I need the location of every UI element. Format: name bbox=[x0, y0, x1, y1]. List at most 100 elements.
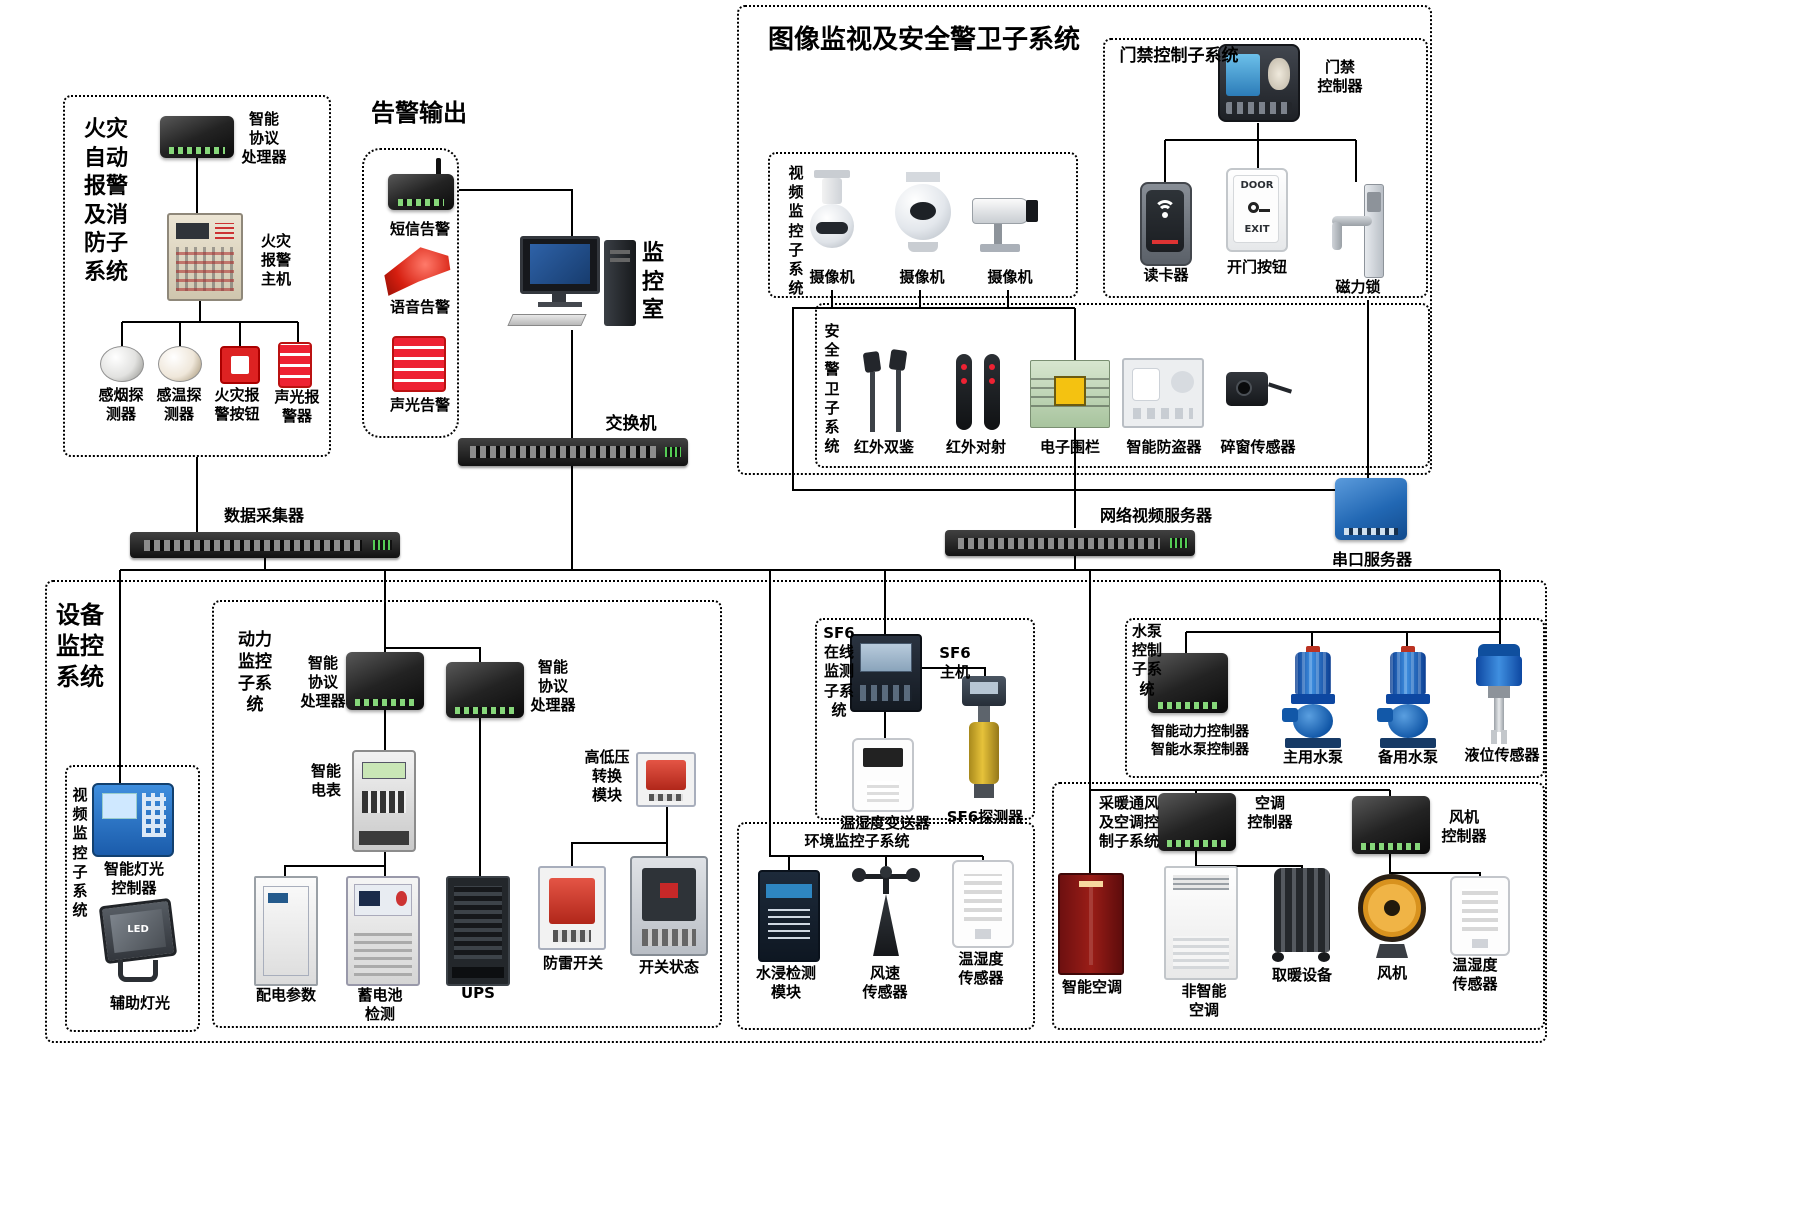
fan-label: 风机 bbox=[1376, 964, 1407, 982]
backup-pump-label: 备用水泵 bbox=[1377, 748, 1438, 766]
wind-sensor-label: 风速 传感器 bbox=[862, 964, 908, 1002]
ir-beam-label: 红外对射 bbox=[945, 438, 1006, 456]
ethernet-switch-device bbox=[458, 438, 688, 466]
camera-label-1: 摄像机 bbox=[809, 268, 855, 286]
access-controller-device bbox=[1218, 44, 1300, 122]
sf6-detector-device bbox=[950, 676, 1018, 806]
heater-device bbox=[1272, 868, 1332, 964]
light-sound-alarm-device bbox=[392, 336, 446, 392]
power-protocol-processor-1-device bbox=[346, 652, 424, 710]
ir-beam-detector-device bbox=[952, 352, 1004, 434]
sf6-sub-title: SF6 在线 监测 子系 统 bbox=[823, 624, 855, 719]
pump-sub-box bbox=[1125, 618, 1545, 778]
fire-call-point-label: 火灾报 警按钮 bbox=[214, 386, 260, 424]
connector-path bbox=[119, 123, 1501, 876]
th-transmitter-device bbox=[852, 738, 914, 812]
equipment-system-box bbox=[45, 580, 1547, 1043]
backup-pump-device bbox=[1377, 646, 1439, 748]
smoke-detector-label: 感烟探 测器 bbox=[98, 386, 144, 424]
aux-lighting-label: 辅助灯光 bbox=[109, 994, 170, 1012]
access-controller-label: 门禁 控制器 bbox=[1317, 58, 1363, 96]
video-monitor-sub-title: 视 频 监 控 子 系 统 bbox=[788, 164, 804, 298]
anti-theft-device bbox=[1122, 358, 1204, 428]
data-collector-device bbox=[130, 532, 400, 558]
env-sub-title: 环境监控子系统 bbox=[804, 832, 910, 850]
lighting-sub-title: 视 频 监 控 子 系 统 bbox=[72, 786, 88, 920]
hvac-sub-box bbox=[1052, 782, 1545, 1030]
camera-ptz-dome bbox=[894, 172, 952, 264]
sf6-sub-box bbox=[815, 618, 1035, 820]
security-guard-sub-box bbox=[815, 303, 1430, 468]
access-sub-title: 门禁控制子系统 bbox=[1119, 46, 1239, 66]
fire-protocol-processor-device bbox=[160, 116, 234, 158]
access-control-sub-box bbox=[1103, 38, 1428, 298]
door-button-device: DOOR EXIT bbox=[1226, 168, 1288, 252]
smart-meter-device bbox=[352, 750, 416, 852]
control-room-title: 监 控 室 bbox=[641, 241, 664, 324]
env-sub-box bbox=[737, 822, 1035, 1030]
serial-server-device bbox=[1335, 478, 1407, 540]
breaker-status-device bbox=[630, 856, 708, 956]
smoke-detector-device bbox=[100, 346, 144, 382]
glass-break-label: 碎窗传感器 bbox=[1220, 438, 1296, 456]
smart-ac-device bbox=[1058, 873, 1124, 975]
magnetic-lock-label: 磁力锁 bbox=[1335, 278, 1381, 296]
pump-controller-label: 智能动力控制器 智能水泵控制器 bbox=[1151, 724, 1249, 758]
fire-call-point-device bbox=[220, 346, 260, 384]
camera-speed-dome bbox=[806, 170, 858, 262]
equipment-system-title: 设备 监控 系统 bbox=[56, 601, 104, 692]
distribution-params-label: 配电参数 bbox=[255, 986, 316, 1004]
battery-tester-device bbox=[346, 876, 420, 986]
door-button-label: 开门按钮 bbox=[1226, 258, 1287, 276]
ac-controller-device bbox=[1158, 793, 1236, 851]
magnetic-lock-device bbox=[1326, 182, 1390, 280]
door-button-text-door: DOOR bbox=[1240, 180, 1274, 191]
hvac-sub-title: 采暖通风 及空调控 制子系统 bbox=[1098, 794, 1159, 851]
power-sub-title: 动力 监控 子系 统 bbox=[238, 630, 272, 716]
hvac-th-sensor-label: 温湿度 传感器 bbox=[1452, 956, 1498, 994]
lighting-sub-box bbox=[65, 765, 200, 1032]
pump-controller-device bbox=[1148, 653, 1228, 713]
door-button-text-exit: EXIT bbox=[1244, 224, 1270, 235]
heat-detector-label: 感温探 测器 bbox=[156, 386, 202, 424]
card-reader-device bbox=[1140, 182, 1192, 266]
card-reader-label: 读卡器 bbox=[1143, 266, 1189, 284]
ac-controller-label: 空调 控制器 bbox=[1247, 794, 1293, 832]
th-transmitter-label: 温湿度变送器 bbox=[839, 814, 930, 832]
serial-server-label: 串口服务器 bbox=[1331, 550, 1412, 569]
fire-sounder-label: 声光报 警器 bbox=[274, 388, 320, 426]
fire-protocol-processor-label: 智能 协议 处理器 bbox=[241, 110, 287, 167]
breaker-status-label: 开关状态 bbox=[638, 958, 699, 976]
env-th-sensor-label: 温湿度 传感器 bbox=[958, 950, 1004, 988]
power-protocol-processor-1-label: 智能 协议 处理器 bbox=[300, 654, 346, 711]
network-video-server-label: 网络视频服务器 bbox=[1099, 506, 1212, 525]
lightning-switch-device bbox=[538, 866, 606, 950]
smart-ac-label: 智能空调 bbox=[1061, 978, 1122, 996]
plain-ac-device bbox=[1164, 866, 1238, 980]
level-sensor-label: 液位传感器 bbox=[1464, 746, 1540, 764]
video-monitor-sub-box bbox=[768, 152, 1078, 298]
electric-fence-device bbox=[1030, 360, 1110, 428]
alarm-output-title: 告警输出 bbox=[371, 99, 467, 127]
sms-alarm-device bbox=[388, 158, 454, 210]
alarm-output-box bbox=[362, 148, 459, 438]
fan-device bbox=[1350, 872, 1434, 962]
voice-alarm-label: 语音告警 bbox=[389, 298, 450, 316]
lightning-switch-label: 防雷开关 bbox=[542, 954, 603, 972]
camera-label-3: 摄像机 bbox=[987, 268, 1033, 286]
glass-break-sensor-device bbox=[1222, 362, 1296, 426]
water-leak-module-device bbox=[758, 870, 820, 962]
env-th-sensor-device bbox=[952, 860, 1014, 948]
ethernet-switch-label: 交换机 bbox=[605, 414, 657, 434]
lighting-controller-label: 智能灯光 控制器 bbox=[103, 860, 164, 898]
sf6-host-label: SF6 主机 bbox=[939, 644, 971, 682]
plain-ac-label: 非智能 空调 bbox=[1181, 982, 1227, 1020]
floodlight-led-text: LED bbox=[127, 924, 149, 935]
sms-alarm-label: 短信告警 bbox=[389, 220, 450, 238]
wind-sensor-device bbox=[852, 866, 920, 962]
floodlight-device: LED bbox=[98, 896, 178, 992]
lighting-controller-device bbox=[92, 783, 174, 857]
guard-sub-title: 安 全 警 卫 子 系 统 bbox=[824, 322, 840, 456]
